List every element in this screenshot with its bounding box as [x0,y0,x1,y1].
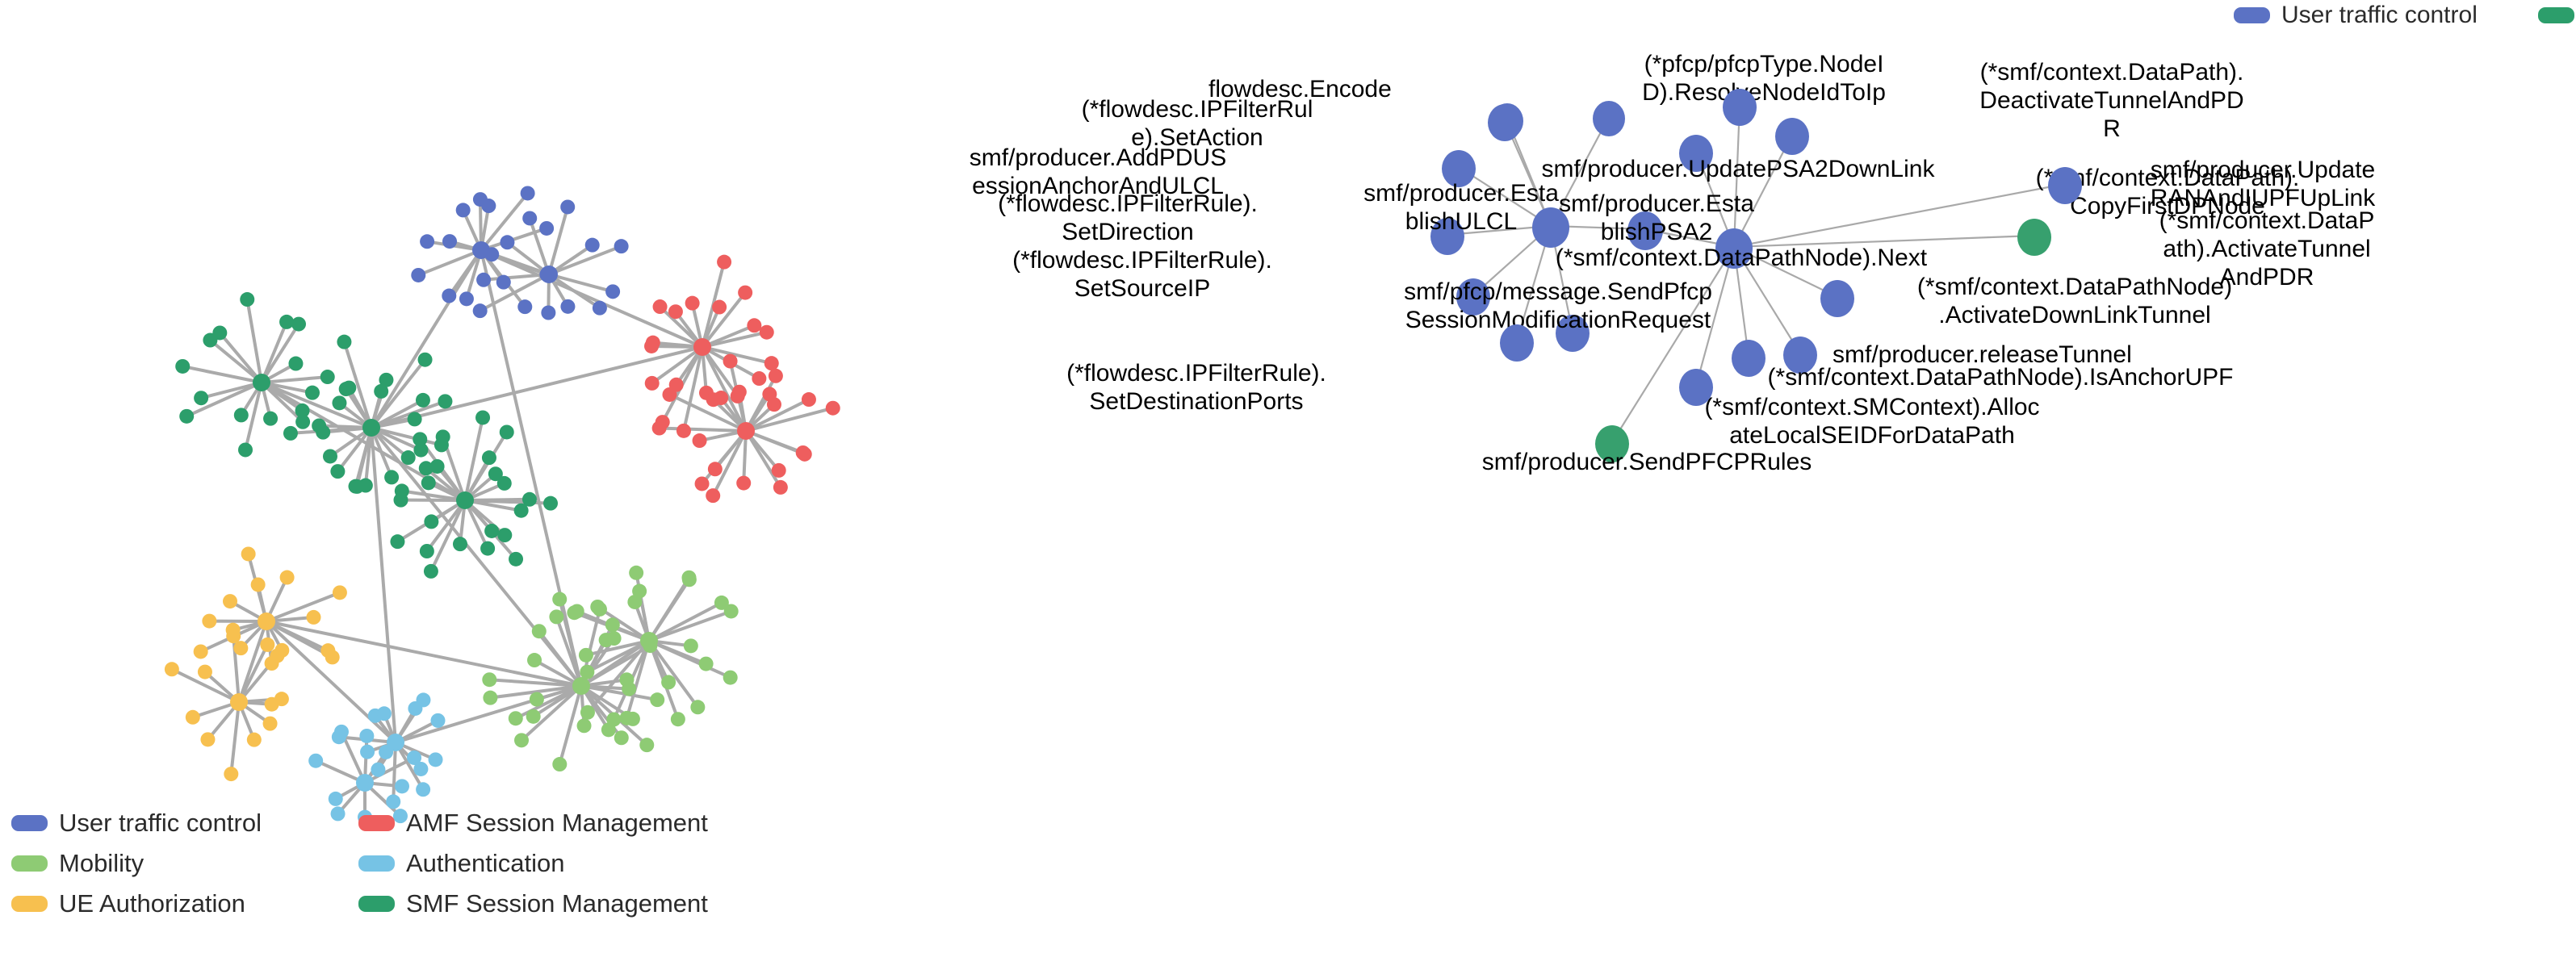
graph-node-setdirection[interactable] [1430,218,1464,255]
graph-node-label-setsourceip: (*flowdesc.IPFilterRule). SetSourceIP [1012,247,1272,302]
graph-node-establishulcl[interactable] [1532,207,1569,248]
graph-node-label-updatepsa2: smf/producer.UpdatePSA2DownLink [1541,156,1935,182]
detail-graph-nodes: flowdesc.Encode (*pfcp/pfcpType.NodeI D).… [856,0,2576,970]
graph-node-deactivate[interactable] [1723,89,1757,126]
graph-node-isanchorupf[interactable] [1732,340,1766,377]
graph-node-resolvenode[interactable] [1593,101,1625,136]
legend-item-user-traffic-control[interactable]: User traffic control [11,809,358,837]
graph-node-label-setdestports: (*flowdesc.IPFilterRule). SetDestination… [1066,360,1326,415]
legend-swatch-smf-session-management [358,896,395,912]
legend-swatch-ue-authorization [11,896,48,912]
legend-swatch-authentication [358,855,395,872]
graph-edge [1611,246,1735,443]
graph-node-label-establishpsa2: smf/producer.Esta blishPSA2 [1559,190,1754,245]
legend-label-user-traffic-control-detail: User traffic control [2281,2,2478,28]
legend-label-mobility: Mobility [59,849,145,877]
graph-node-setsourceip[interactable] [1456,278,1490,316]
graph-node-label-establishulcl: smf/producer.Esta blishULCL [1363,180,1559,235]
graph-node-setaction[interactable] [1488,104,1522,141]
graph-node-label-sendpfcprules: smf/producer.SendPFCPRules [1481,449,1812,475]
overview-network-graph [164,186,840,825]
legend-swatch-user-traffic-control [11,815,48,831]
detail-legend: User traffic control SMF Session Managem… [2234,2,2576,29]
legend-item-smf-session-management-detail[interactable]: SMF Session Management [2537,2,2576,29]
legend-label-ue-authorization: UE Authorization [59,889,245,918]
overview-legend: User traffic control AMF Session Managem… [11,809,708,918]
legend-swatch-amf-session-management [358,815,395,831]
graph-node-allocseid[interactable] [1679,369,1713,406]
graph-node-updatepsa2[interactable] [1679,135,1713,172]
graph-node-label-isanchorupf: (*smf/context.DataPathNode).IsAnchorUPF [1767,364,2234,391]
graph-node-sendpfcpmod[interactable] [1556,315,1590,352]
legend-item-mobility[interactable]: Mobility [11,850,358,877]
overview-nodes[interactable] [164,186,840,825]
graph-node-label-activatedown: (*smf/context.DataPathNode) .ActivateDow… [1916,274,2233,328]
graph-node-copyfirstdp[interactable] [1775,118,1809,155]
legend-item-smf-session-management[interactable]: SMF Session Management [358,890,708,918]
graph-node-releasetunnel[interactable] [1783,337,1817,374]
graph-node-activatetun[interactable] [2017,219,2051,256]
graph-node-label-datapathnext: (*smf/context.DataPathNode).Next [1555,245,1928,271]
graph-edge [1733,182,2066,249]
graph-node-label-addpdusession: smf/producer.AddPDUS essionAnchorAndULCL [969,144,1227,199]
graph-node-label-encode: flowdesc.Encode [1208,76,1392,102]
graph-node-label-setdirection: (*flowdesc.IPFilterRule). SetDirection [998,190,1258,245]
legend-item-ue-authorization[interactable]: UE Authorization [11,890,358,918]
legend-item-authentication[interactable]: Authentication [358,850,708,877]
graph-node-sendpfcprules[interactable] [1595,425,1629,462]
graph-node-label-updateran: smf/producer.Update RANAndIUPFUpLink [2150,157,2376,211]
graph-node-label-activatetun: (*smf/context.DataP ath).ActivateTunnel … [2159,207,2375,291]
graph-node-label-setaction: (*flowdesc.IPFilterRul e).SetAction [1081,96,1313,151]
graph-node-establishpsa2[interactable] [1627,211,1663,250]
graph-node-addpdusession[interactable] [1442,150,1476,187]
graph-node-label-releasetunnel: smf/producer.releaseTunnel [1833,341,2132,368]
graph-node-label-allocseid: (*smf/context.SMContext).Alloc ateLocalS… [1704,394,2040,449]
graph-node-label-resolvenode: (*pfcp/pfcpType.NodeI D).ResolveNodeIdTo… [1642,51,1886,106]
graph-node-label-copyfirstdp: (*smf/context.DataPath). CopyFirstDPNode [2035,165,2300,220]
legend-label-amf-session-management: AMF Session Management [406,809,708,837]
overview-graph-panel: User traffic control AMF Session Managem… [0,0,856,970]
graph-edge [1694,246,1736,387]
graph-edge [1733,134,1793,248]
graph-edge [1732,105,1741,248]
legend-swatch-user-traffic-control-detail [2234,7,2270,23]
legend-label-authentication: Authentication [406,849,565,877]
graph-node-label-sendpfcpmod: smf/pfcp/message.SendPfcp SessionModific… [1404,278,1712,333]
graph-node-setdestports[interactable] [1500,324,1534,362]
graph-node-label-deactivate: (*smf/context.DataPath). DeactivateTunne… [1979,59,2244,142]
graph-node-datapathnext[interactable] [1715,228,1753,269]
detail-graph-panel: User traffic control SMF Session Managem… [856,0,2576,970]
legend-label-smf-session-management: SMF Session Management [406,889,708,918]
legend-swatch-smf-session-management-detail [2537,7,2574,23]
legend-item-amf-session-management[interactable]: AMF Session Management [358,809,708,837]
legend-label-user-traffic-control: User traffic control [59,809,262,837]
graph-edge [1733,234,2035,249]
graph-edge [1550,116,1610,227]
legend-swatch-mobility [11,855,48,872]
graph-node-updateran[interactable] [2048,167,2082,204]
legend-item-user-traffic-control-detail[interactable]: User traffic control [2234,2,2478,29]
graph-node-activatedown[interactable] [1820,280,1854,317]
